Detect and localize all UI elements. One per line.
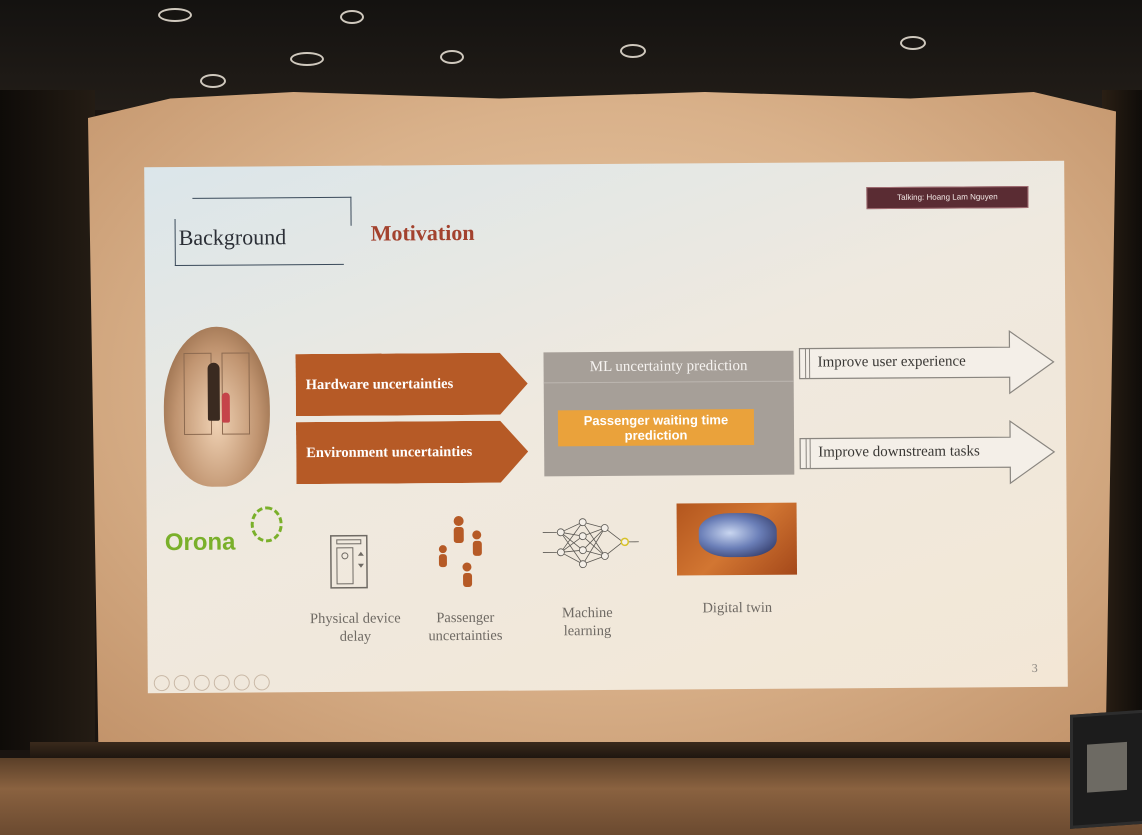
zoom-icon[interactable] [233,674,250,691]
neural-network-icon [539,514,649,580]
elevator-photo [163,326,271,488]
caption-digital-twin: Digital twin [702,599,773,617]
orona-logo-mark [250,506,283,543]
background-title: Background [178,224,287,250]
slide-controls[interactable] [153,674,270,692]
ceiling-light [440,50,464,64]
more-icon[interactable] [253,674,270,691]
projected-slide: Talking: Hoang Lam Nguyen Background Mot… [144,160,1068,694]
caption-passenger: Passenger uncertainties [428,609,503,645]
people-icon [433,515,490,600]
elevator-icon [329,534,369,595]
ceiling-light [290,52,324,66]
stage-floor [0,758,1142,835]
ceiling-light [158,8,192,22]
outcome-arrow-user-experience: Improve user experience [797,329,1055,397]
auditorium-ceiling [0,0,1142,110]
hardware-uncertainties-arrow: Hardware uncertainties [295,353,527,417]
caption-physical-delay: Physical device delay [309,610,401,645]
screen-bottom-bar [30,742,1110,760]
environment-uncertainties-arrow: Environment uncertainties [296,421,528,485]
stage-monitor [1070,709,1142,829]
outcome-label: Improve user experience [817,353,966,371]
ceiling-light [620,44,646,58]
grid-icon[interactable] [213,674,230,691]
left-wall [0,90,95,750]
ml-prediction-box: ML uncertainty prediction Passenger wait… [543,350,795,477]
motivation-title: Motivation [370,219,475,246]
prev-slide-icon[interactable] [153,675,170,692]
pen-icon[interactable] [193,674,210,691]
orona-logo: Orona [164,528,236,557]
ceiling-light [200,74,226,88]
outcome-label: Improve downstream tasks [818,443,980,461]
waiting-time-box: Passenger waiting time prediction [557,408,755,447]
caption-machine-learning: Machine learning [561,604,613,640]
speaker-badge: Talking: Hoang Lam Nguyen [866,186,1029,210]
outcome-arrow-downstream: Improve downstream tasks [798,419,1056,487]
ml-header: ML uncertainty prediction [543,350,794,384]
page-number: 3 [1031,660,1038,676]
ceiling-light [900,36,926,50]
ceiling-light [340,10,364,24]
next-slide-icon[interactable] [173,674,190,692]
engine-image [676,502,798,576]
